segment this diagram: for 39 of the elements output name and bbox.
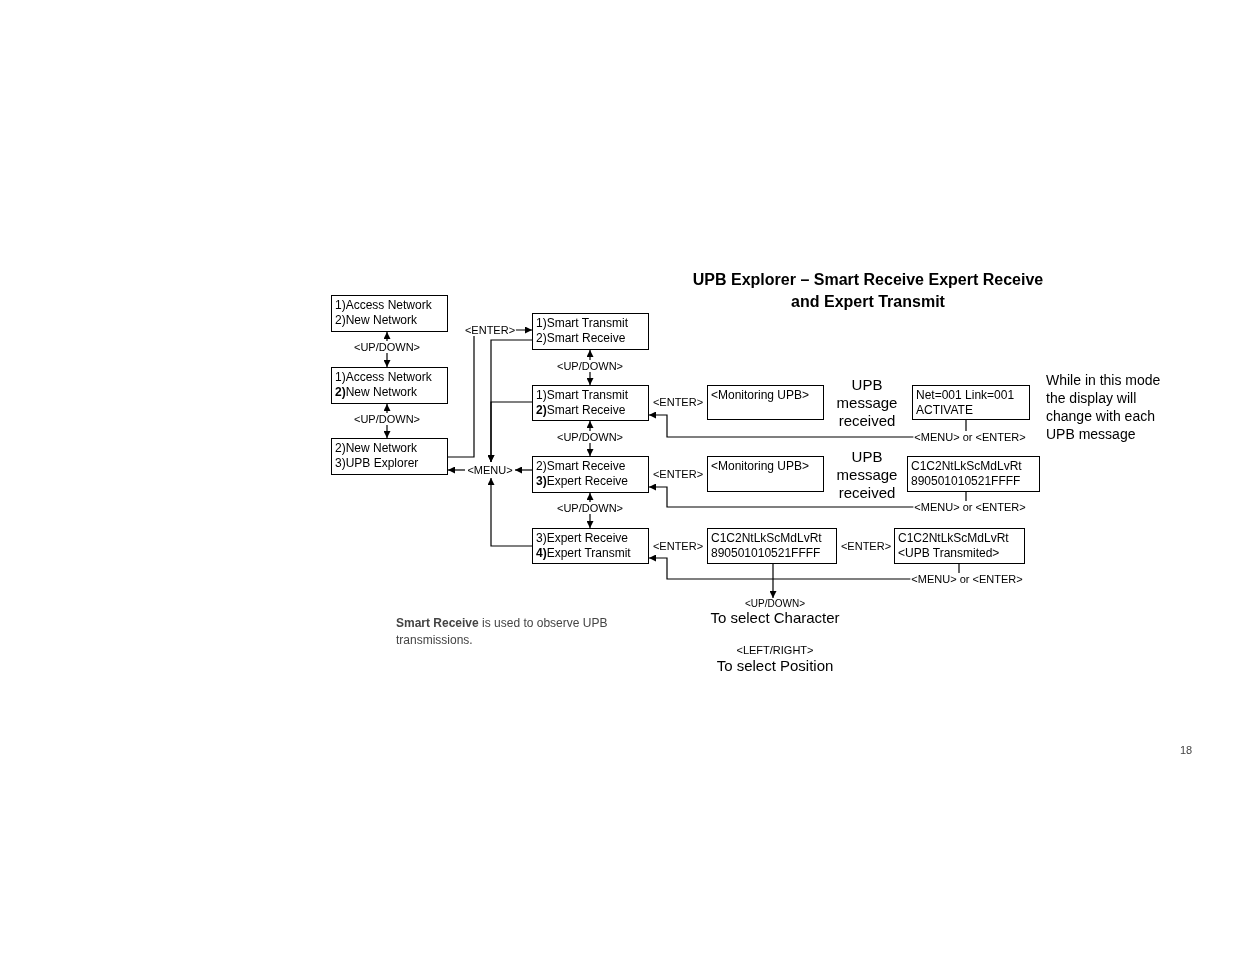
display-box: <Monitoring UPB> bbox=[707, 456, 824, 492]
edge-label: <UP/DOWN> bbox=[353, 341, 421, 353]
display-box: C1C2NtLkScMdLvRt 890501010521FFFF bbox=[907, 456, 1040, 492]
display-box: C1C2NtLkScMdLvRt <UPB Transmited> bbox=[894, 528, 1025, 564]
diagram-title: UPB Explorer – Smart Receive Expert Receive and Expert Transmit bbox=[691, 270, 1045, 312]
page-number: 18 bbox=[1180, 743, 1194, 758]
arrow bbox=[487, 401, 533, 463]
display-box: 1)Access Network 2)New Network bbox=[331, 367, 448, 404]
arrow bbox=[487, 477, 533, 547]
display-box: 1)Access Network 2)New Network bbox=[331, 295, 448, 332]
key-label: <ENTER> bbox=[651, 467, 705, 482]
edge-label: <UP/DOWN> bbox=[353, 413, 421, 425]
edge-label: <MENU> or <ENTER> bbox=[913, 431, 1027, 443]
edge-label: <UP/DOWN> bbox=[556, 431, 624, 443]
display-box: 1)Smart Transmit 2)Smart Receive bbox=[532, 385, 649, 421]
display-box: 1)Smart Transmit 2)Smart Receive bbox=[532, 313, 649, 350]
display-box: C1C2NtLkScMdLvRt 890501010521FFFF bbox=[707, 528, 837, 564]
edge-label: <UP/DOWN> bbox=[556, 360, 624, 372]
display-box: <Monitoring UPB> bbox=[707, 385, 824, 420]
display-box: 2)Smart Receive 3)Expert Receive bbox=[532, 456, 649, 493]
edge-label: <MENU> or <ENTER> bbox=[913, 501, 1027, 513]
note-text: UPB message received bbox=[835, 376, 899, 430]
display-box: 3)Expert Receive 4)Expert Transmit bbox=[532, 528, 649, 564]
note-text: To select Position bbox=[715, 656, 835, 676]
key-label: <ENTER> bbox=[651, 539, 705, 554]
display-box: 2)New Network 3)UPB Explorer bbox=[331, 438, 448, 475]
display-box: Net=001 Link=001 ACTIVATE bbox=[912, 385, 1030, 420]
key-label: <LEFT/RIGHT> bbox=[735, 643, 815, 658]
note-text: UPB message received bbox=[835, 448, 899, 502]
key-label: <ENTER> bbox=[839, 539, 893, 554]
arrow bbox=[769, 563, 777, 599]
key-label: <ENTER> bbox=[651, 395, 705, 410]
edge-label: <ENTER> bbox=[463, 324, 517, 336]
arrow bbox=[514, 466, 533, 474]
description-text: Smart Receive is used to observe UPB transmissions. bbox=[396, 615, 609, 649]
note-text: While in this mode the display will change with each UPB message bbox=[1046, 371, 1162, 443]
edge-label: <UP/DOWN> bbox=[556, 502, 624, 514]
arrow bbox=[447, 466, 466, 474]
edge-label: <MENU> or <ENTER> bbox=[910, 573, 1024, 585]
